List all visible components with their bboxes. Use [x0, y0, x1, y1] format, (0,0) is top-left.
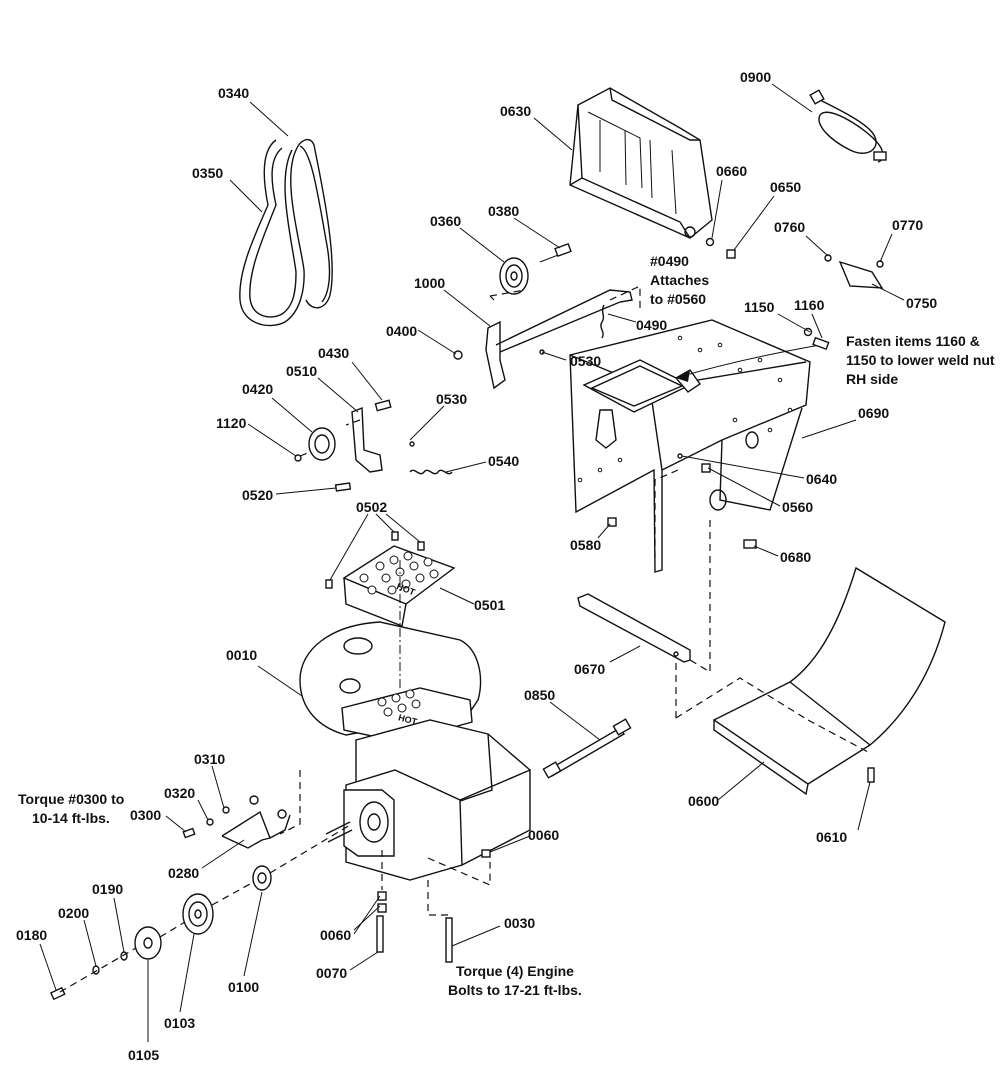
label-0850: 0850	[524, 687, 555, 703]
idler-pulley-upper	[499, 242, 572, 295]
support-bracket	[577, 593, 691, 663]
assembly-lines	[59, 285, 869, 993]
fasten-arrow	[675, 344, 821, 379]
belt-guide	[221, 795, 291, 849]
label-1160: 1160	[794, 297, 825, 313]
label-0060-right: 0060	[528, 827, 559, 843]
cord-bracket	[824, 254, 884, 289]
note-torque-0300-line-1: Torque #0300 to	[18, 791, 124, 807]
frame-housing	[569, 319, 811, 573]
label-0100: 0100	[228, 979, 259, 995]
label-1000: 1000	[414, 275, 445, 291]
label-1120: 1120	[216, 415, 247, 431]
label-0900: 0900	[740, 69, 771, 85]
label-0490: 0490	[636, 317, 667, 333]
label-0501: 0501	[474, 597, 505, 613]
leader-lines	[39, 83, 905, 1042]
crank-extension-shaft	[542, 718, 632, 779]
label-0190: 0190	[92, 881, 123, 897]
idler-arm	[453, 289, 633, 390]
label-0540: 0540	[488, 453, 519, 469]
label-0660: 0660	[716, 163, 747, 179]
label-0340: 0340	[218, 85, 249, 101]
idler-bracket-lower	[294, 399, 453, 475]
label-0105: 0105	[128, 1047, 159, 1063]
note-attach-line-3: to #0560	[650, 291, 706, 307]
label-0510: 0510	[286, 363, 317, 379]
label-0530-upper: 0530	[570, 353, 601, 369]
label-0520: 0520	[242, 487, 273, 503]
note-fasten-line-2: 1150 to lower weld nut	[846, 352, 995, 368]
note-engine-torque-line-1: Torque (4) Engine	[456, 963, 574, 979]
label-0610: 0610	[816, 829, 847, 845]
label-0560: 0560	[782, 499, 813, 515]
label-0770: 0770	[892, 217, 923, 233]
label-0502: 0502	[356, 499, 387, 515]
label-1150: 1150	[744, 299, 775, 315]
label-0030: 0030	[504, 915, 535, 931]
label-0310: 0310	[194, 751, 225, 767]
extension-cord	[809, 89, 887, 163]
label-0760: 0760	[774, 219, 805, 235]
label-0380: 0380	[488, 203, 519, 219]
label-0180: 0180	[16, 927, 47, 943]
label-0280: 0280	[168, 865, 199, 881]
note-attach-line-1: #0490	[650, 253, 689, 269]
label-0010: 0010	[226, 647, 257, 663]
fasten-arrowhead	[676, 370, 690, 382]
label-0400: 0400	[386, 323, 417, 339]
note-fasten-line-1: Fasten items 1160 &	[846, 333, 980, 349]
label-0200: 0200	[58, 905, 89, 921]
note-engine-torque-line-2: Bolts to 17-21 ft-lbs.	[448, 982, 582, 998]
label-0630: 0630	[500, 103, 531, 119]
drive-belts	[239, 138, 333, 327]
label-0350: 0350	[192, 165, 223, 181]
note-attach-line-2: Attaches	[650, 272, 709, 288]
label-0320: 0320	[164, 785, 195, 801]
engine-stamp: HOT	[397, 712, 418, 727]
label-0640: 0640	[806, 471, 837, 487]
label-0430: 0430	[318, 345, 349, 361]
label-0060-lower: 0060	[320, 927, 351, 943]
engine-pulleys	[49, 865, 272, 1001]
label-0670: 0670	[574, 661, 605, 677]
label-0070: 0070	[316, 965, 347, 981]
label-0600: 0600	[688, 793, 719, 809]
bottom-guard	[712, 566, 946, 796]
label-0650: 0650	[770, 179, 801, 195]
engine: HOT	[299, 621, 531, 881]
heat-shield: HOT	[342, 545, 456, 627]
label-0300: 0300	[130, 807, 161, 823]
note-torque-0300-line-2: 10-14 ft-lbs.	[32, 810, 110, 826]
label-0530-lower: 0530	[436, 391, 467, 407]
label-0103: 0103	[164, 1015, 195, 1031]
label-0750: 0750	[906, 295, 937, 311]
label-0580: 0580	[570, 537, 601, 553]
fasteners	[182, 237, 875, 963]
assembly-notes: #0490 Attaches to #0560 Fasten items 116…	[18, 253, 995, 998]
label-0680: 0680	[780, 549, 811, 565]
note-fasten-line-3: RH side	[846, 371, 898, 387]
belt-cover	[569, 87, 713, 239]
label-0360: 0360	[430, 213, 461, 229]
label-0420: 0420	[242, 381, 273, 397]
part-labels: 0340 0350 0630 0900 0660 0650 0760 0770 …	[16, 69, 937, 1063]
label-0690: 0690	[858, 405, 889, 421]
